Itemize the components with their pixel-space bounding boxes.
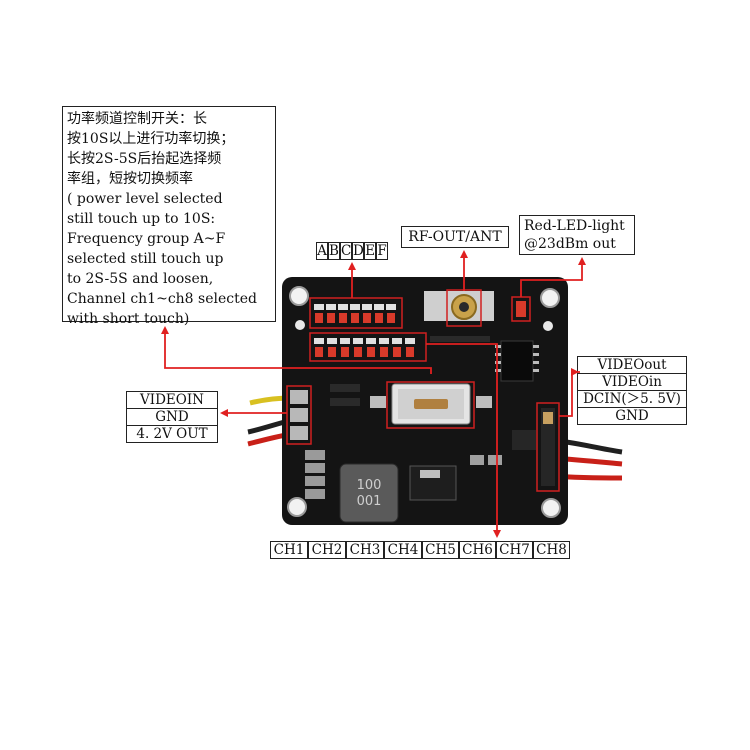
left-wires [247,395,293,447]
description-line: 按10S以上进行功率切换； [67,131,235,147]
description-line: Channel ch1~ch8 selected [67,291,257,307]
power-led-highlight [511,296,531,322]
channel-ch2: CH2 [308,541,346,559]
description-line: Frequency group A~F [67,231,226,247]
description-line: with short touch) [67,311,190,327]
description-line: 功率频道控制开关：长 [67,111,207,127]
rf-out-label: RF-OUT/ANT [401,226,509,248]
description-box: 功率频道控制开关：长 按10S以上进行功率切换； 长按2S-5S后抬起选择频 率… [62,106,276,327]
inductor-text: 100 [357,478,382,493]
led-label-line-2: @23dBm out [524,236,616,252]
group-leds [309,297,403,329]
mount-hole [540,288,560,308]
rf-connector-highlight [446,289,482,327]
pad [290,390,308,404]
desc-arrow [161,326,432,374]
capacitors [305,450,325,499]
group-label-a: A [316,242,328,260]
channel-ch3: CH3 [346,541,384,559]
channel-ch8: CH8 [533,541,570,559]
led-label: Red-LED-light @23dBm out [519,215,635,255]
pin-gnd: GND [126,408,218,426]
description-line: still touch up to 10S: [67,211,216,227]
led-arrow [520,257,586,297]
channel-ch5: CH5 [422,541,459,559]
pin-videoout: VIDEOout [577,356,687,374]
mount-hole [541,498,561,518]
pcb [282,277,568,525]
channel-ch7: CH7 [496,541,533,559]
left-pads-highlight [286,385,312,445]
inductor-text: 001 [357,494,382,509]
right-wires [549,437,623,481]
right-connector [541,408,555,486]
ic-chip [500,340,534,382]
right-connector-highlight [536,402,560,492]
mount-hole [289,286,309,306]
description-line: 率组，短按切换频率 [67,171,193,187]
inductor [339,463,399,523]
pin-videoin: VIDEOIN [126,391,218,409]
channel-ch1: CH1 [270,541,308,559]
rf-shield [424,291,494,321]
channel-ch6: CH6 [459,541,496,559]
rf-connector [451,294,477,320]
channels-arrow [426,343,501,538]
power-led [516,301,526,317]
channel-leds [309,332,427,362]
push-button [391,383,471,425]
group-label-c: C [340,242,352,260]
pad [290,426,308,440]
pin-4v2-out: 4. 2V OUT [126,425,218,443]
group-label-f: F [376,242,388,260]
description-line: 长按2S-5S后抬起选择频 [67,151,222,167]
mount-hole [287,497,307,517]
channel-ch4: CH4 [384,541,422,559]
group-label-d: D [352,242,364,260]
group-label-e: E [364,242,376,260]
group-label-b: B [328,242,340,260]
description-line: selected still touch up [67,251,224,267]
pin-dcin: DCIN(＞5. 5V) [577,390,687,408]
pad [290,408,308,422]
pin-gnd-right: GND [577,407,687,425]
push-button-highlight [386,381,475,429]
led-label-line-1: Red-LED-light [524,218,625,234]
description-line: to 2S-5S and loosen, [67,271,214,287]
description-line: ( power level selected [67,191,223,207]
pin-videoin-right: VIDEOin [577,373,687,391]
